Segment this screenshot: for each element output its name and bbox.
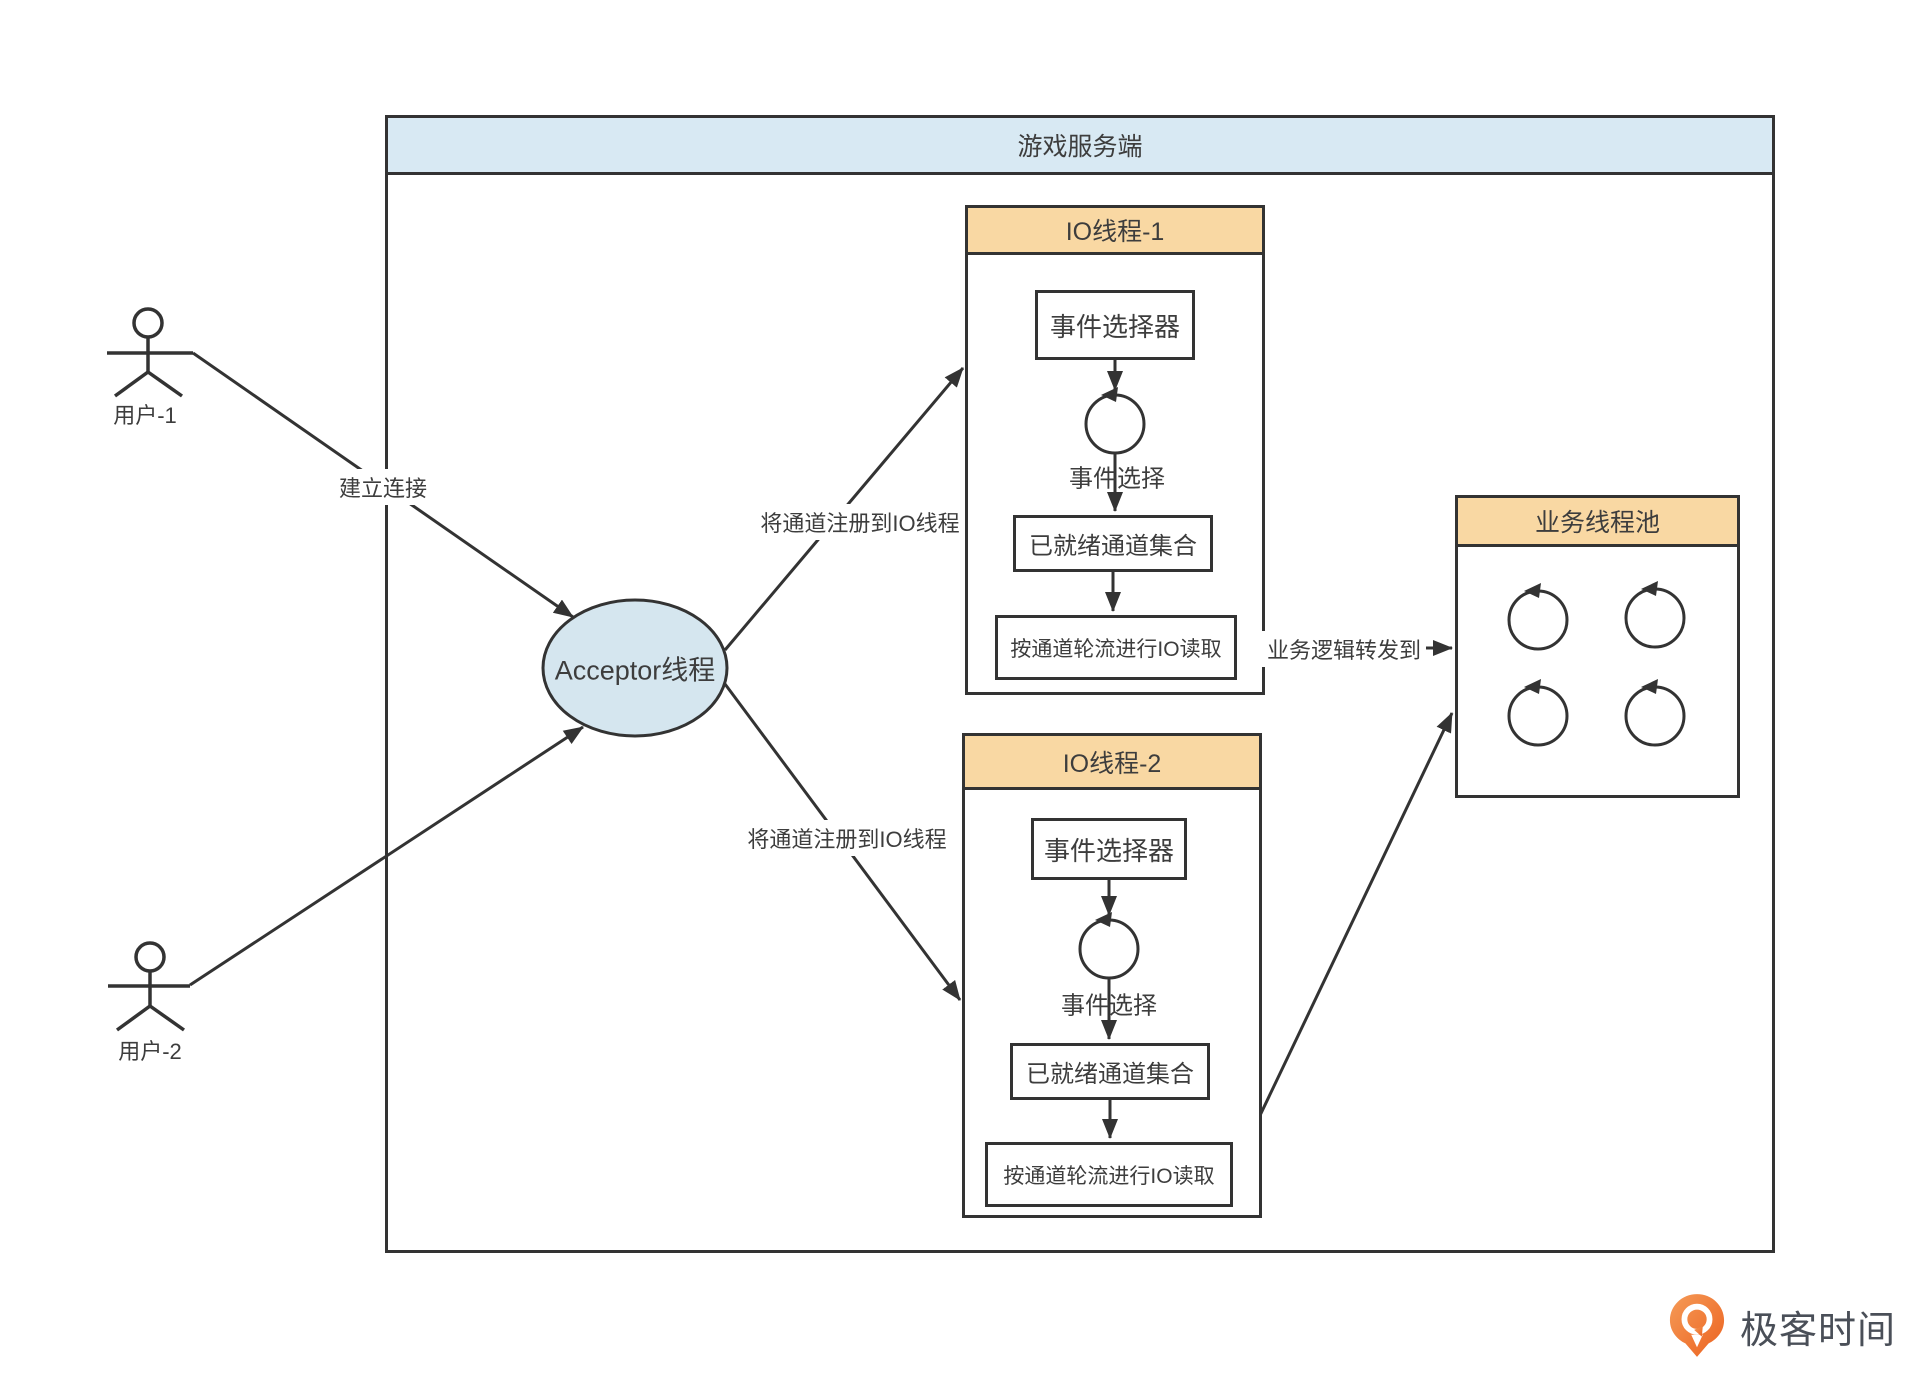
brand-logo: 极客时间: [1668, 1293, 1896, 1359]
worker-pool-box: 业务线程池: [1455, 495, 1740, 798]
server-title: 游戏服务端: [1017, 133, 1143, 161]
io1-event-selector-label: 事件选择器: [1049, 311, 1180, 342]
io1-ready-set-node: 已就绪通道集合: [1013, 515, 1213, 572]
io2-ready-set-node: 已就绪通道集合: [1010, 1043, 1210, 1100]
brand-logo-text: 极客时间: [1740, 1309, 1897, 1352]
edge-label-register-1: 将通道注册到IO线程: [755, 504, 965, 540]
acceptor-label: Acceptor线程: [554, 655, 716, 686]
io-thread-2-header: IO线程-2: [965, 736, 1259, 790]
user-1-figure: [107, 307, 193, 398]
edge-label-forward: 业务逻辑转发到: [1261, 631, 1427, 667]
io-thread-1-header: IO线程-1: [968, 208, 1262, 255]
worker-pool-title: 业务线程池: [1534, 509, 1660, 537]
io1-read-label: 按通道轮流进行IO读取: [1010, 637, 1222, 661]
worker-pool-header: 业务线程池: [1458, 498, 1737, 547]
server-box: 游戏服务端: [385, 115, 1775, 1253]
user-2-label: 用户-2: [118, 1039, 182, 1064]
io2-read-label: 按通道轮流进行IO读取: [1003, 1164, 1215, 1188]
io1-select-action-label: 事件选择: [1069, 465, 1165, 493]
user-2-figure: [108, 941, 190, 1032]
io-thread-1-title: IO线程-1: [1065, 218, 1165, 246]
io2-select-action-label: 事件选择: [1061, 992, 1157, 1020]
io1-read-node: 按通道轮流进行IO读取: [995, 615, 1237, 680]
edge-label-connect: 建立连接: [333, 469, 433, 505]
io2-ready-set-label: 已就绪通道集合: [1026, 1061, 1194, 1088]
io-thread-2-title: IO线程-2: [1062, 749, 1162, 778]
io2-event-selector-label: 事件选择器: [1043, 835, 1174, 866]
user-1-label: 用户-1: [113, 403, 177, 428]
io1-event-selector-node: 事件选择器: [1035, 290, 1195, 360]
io1-ready-set-label: 已就绪通道集合: [1029, 533, 1197, 560]
edge-label-register-2: 将通道注册到IO线程: [742, 820, 952, 856]
io2-read-node: 按通道轮流进行IO读取: [985, 1142, 1233, 1207]
geektime-logo-icon: [1669, 1294, 1725, 1357]
server-header: 游戏服务端: [388, 118, 1772, 175]
io2-event-selector-node: 事件选择器: [1031, 818, 1187, 880]
